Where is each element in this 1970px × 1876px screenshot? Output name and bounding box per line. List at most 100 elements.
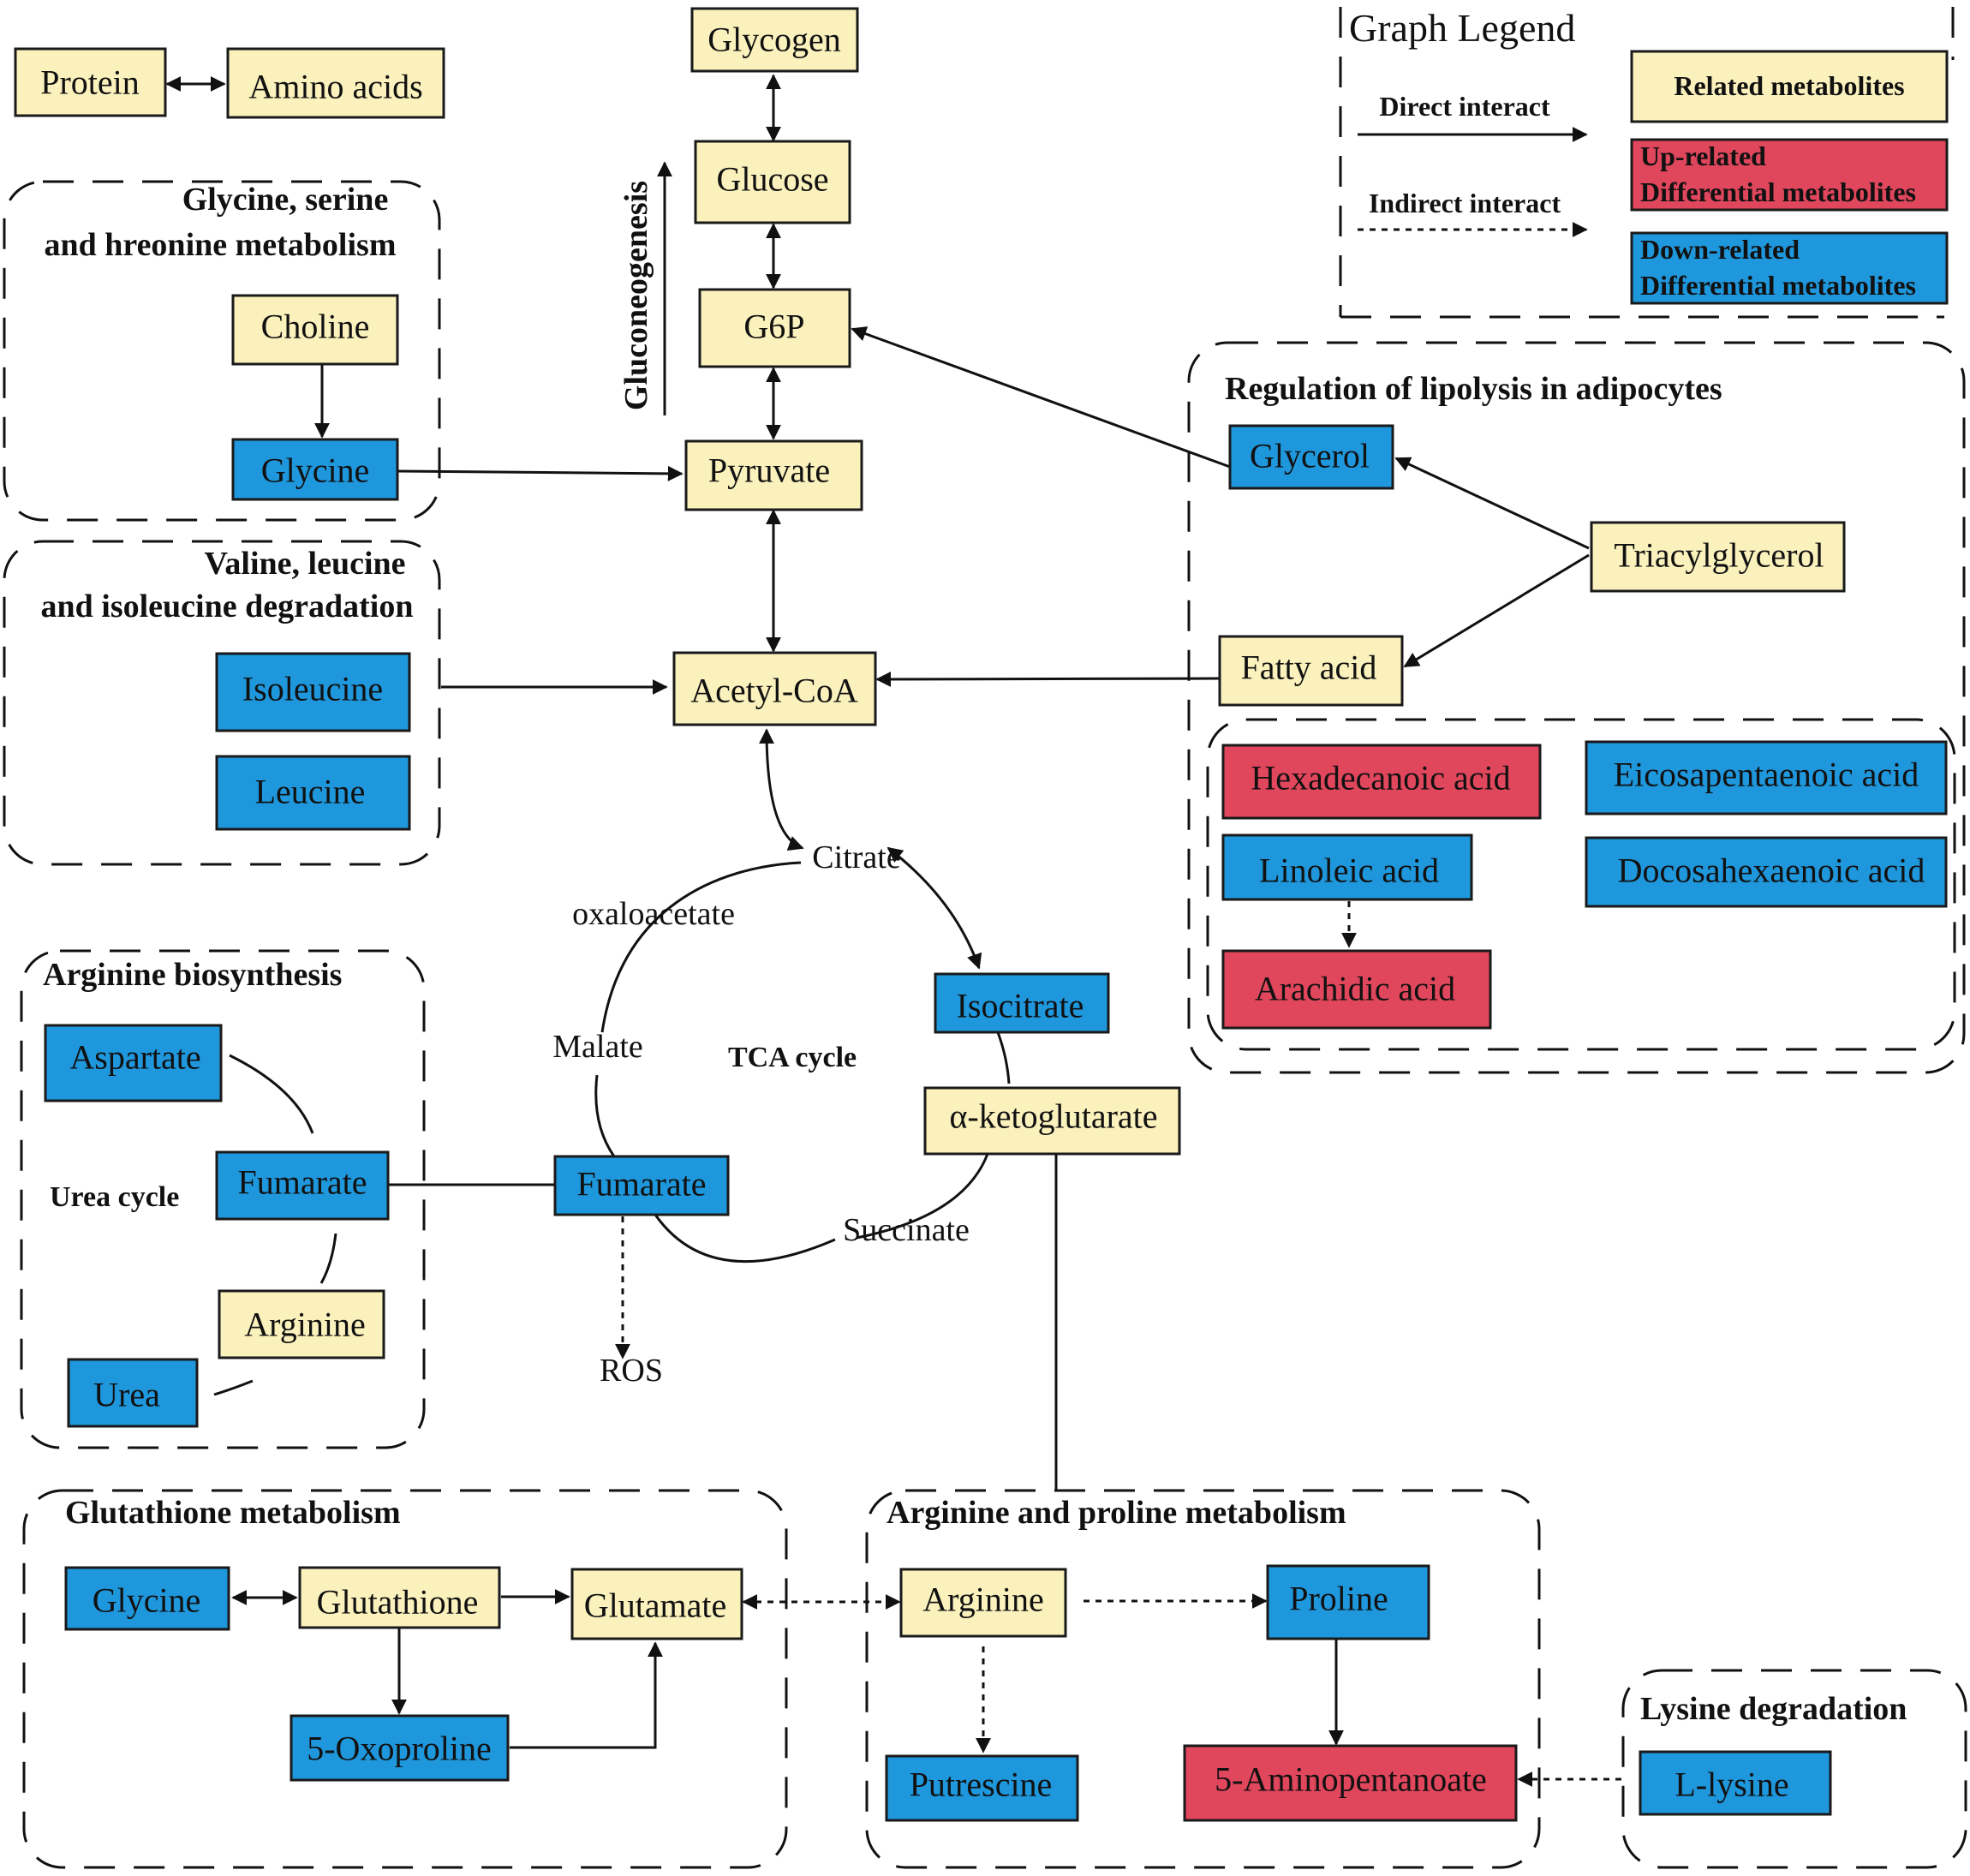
title-glycine-serine-line1: Glycine, serine bbox=[182, 182, 389, 218]
node-triacylglycerol: Triacylglycerol bbox=[1590, 521, 1846, 593]
svg-text:Triacylglycerol: Triacylglycerol bbox=[1614, 536, 1824, 575]
svg-text:Eicosapentaenoic acid: Eicosapentaenoic acid bbox=[1614, 756, 1919, 794]
svg-text:G6P: G6P bbox=[743, 308, 804, 346]
title-lysine: Lysine degradation bbox=[1640, 1691, 1907, 1727]
label-malate: Malate bbox=[552, 1029, 643, 1065]
title-valine-line2: and isoleucine degradation bbox=[41, 588, 414, 624]
svg-text:Hexadecanoic acid: Hexadecanoic acid bbox=[1251, 759, 1510, 798]
svg-text:Isoleucine: Isoleucine bbox=[242, 670, 383, 708]
node-glycine-top: Glycine bbox=[231, 438, 399, 501]
svg-text:Choline: Choline bbox=[261, 308, 370, 346]
node-g6p: G6P bbox=[698, 288, 851, 368]
svg-text:Fumarate: Fumarate bbox=[576, 1165, 706, 1204]
arrow-oxoproline-glutamate bbox=[510, 1641, 663, 1749]
legend-title: Graph Legend bbox=[1349, 6, 1575, 50]
node-fumarate-urea: Fumarate bbox=[215, 1150, 390, 1221]
svg-text:Down-related: Down-related bbox=[1640, 234, 1800, 265]
node-fatty-acid: Fatty acid bbox=[1218, 635, 1404, 707]
legend-related-swatch: Related metabolites bbox=[1630, 50, 1949, 123]
node-hexadecanoic-acid: Hexadecanoic acid bbox=[1221, 744, 1542, 820]
title-tca-cycle: TCA cycle bbox=[728, 1042, 857, 1073]
title-arginine-biosynthesis: Arginine biosynthesis bbox=[43, 957, 342, 993]
node-glucose: Glucose bbox=[694, 140, 851, 224]
group-glutathione-box bbox=[22, 1489, 788, 1869]
svg-text:Glycerol: Glycerol bbox=[1250, 437, 1370, 475]
svg-text:Fumarate: Fumarate bbox=[237, 1163, 367, 1202]
svg-text:Isocitrate: Isocitrate bbox=[957, 987, 1084, 1025]
legend-indirect-label: Indirect interact bbox=[1369, 188, 1561, 218]
group-arginine-biosynthesis-box bbox=[20, 949, 426, 1449]
node-isocitrate: Isocitrate bbox=[934, 972, 1110, 1034]
arrow-fattyacid-acetylcoa bbox=[875, 671, 1221, 687]
arrow-glycine-pyruvate bbox=[397, 465, 684, 481]
node-docosahexaenoic-acid: Docosahexaenoic acid bbox=[1585, 836, 1948, 908]
tca-arc-oxaloacetate bbox=[600, 861, 802, 1033]
node-linoleic-acid: Linoleic acid bbox=[1221, 833, 1473, 901]
legend-direct-label: Direct interact bbox=[1379, 91, 1550, 122]
node-amino-acids: Amino acids bbox=[226, 47, 445, 119]
label-succinate: Succinate bbox=[843, 1212, 970, 1248]
node-glycine-glutathione: Glycine bbox=[64, 1566, 230, 1631]
title-arginine-proline: Arginine and proline metabolism bbox=[886, 1495, 1346, 1531]
svg-text:Glycine: Glycine bbox=[93, 1581, 201, 1620]
arrow-tag-glycerol bbox=[1394, 457, 1590, 550]
svg-text:Glucose: Glucose bbox=[716, 160, 828, 199]
title-glycine-serine-line2: and hreonine metabolism bbox=[44, 227, 396, 263]
node-isoleucine: Isoleucine bbox=[215, 652, 411, 732]
node-glycogen: Glycogen bbox=[690, 7, 859, 73]
svg-text:5-Aminopentanoate: 5-Aminopentanoate bbox=[1215, 1760, 1487, 1799]
group-glycine-serine-box bbox=[3, 180, 441, 522]
svg-text:Differential metabolites: Differential metabolites bbox=[1640, 270, 1916, 301]
group-lipolysis-box bbox=[1187, 341, 1966, 1074]
urea-arc-arginine bbox=[319, 1233, 337, 1284]
title-valine-line1: Valine, leucine bbox=[204, 546, 405, 582]
node-arachidic-acid: Arachidic acid bbox=[1221, 949, 1492, 1030]
urea-arc-urea bbox=[213, 1379, 254, 1396]
tca-arc-isocitrate bbox=[996, 1031, 1011, 1084]
svg-text:Glycogen: Glycogen bbox=[707, 21, 841, 59]
svg-text:Glutamate: Glutamate bbox=[584, 1586, 727, 1625]
svg-text:Putrescine: Putrescine bbox=[910, 1765, 1053, 1804]
legend-down-swatch: Down-related Differential metabolites bbox=[1630, 231, 1949, 305]
node-glutathione: Glutathione bbox=[298, 1566, 501, 1629]
node-urea: Urea bbox=[67, 1358, 199, 1428]
node-choline: Choline bbox=[231, 294, 399, 366]
svg-text:Urea: Urea bbox=[93, 1376, 160, 1414]
node-glutamate: Glutamate bbox=[570, 1568, 743, 1640]
arrow-citrate-isocitrate bbox=[886, 846, 982, 970]
svg-text:Proline: Proline bbox=[1289, 1580, 1388, 1618]
arrow-glycerol-g6p bbox=[851, 326, 1231, 469]
label-ros: ROS bbox=[600, 1353, 663, 1389]
svg-text:Arginine: Arginine bbox=[244, 1305, 365, 1344]
group-valine-box bbox=[3, 540, 441, 866]
svg-text:L-lysine: L-lysine bbox=[1674, 1765, 1788, 1804]
tca-arc-succinate-fumarate bbox=[654, 1214, 836, 1263]
node-arginine-proline: Arginine bbox=[899, 1568, 1067, 1638]
title-lipolysis: Regulation of lipolysis in adipocytes bbox=[1225, 371, 1722, 407]
svg-text:Linoleic acid: Linoleic acid bbox=[1259, 851, 1439, 890]
tca-arc-akg-succinate bbox=[856, 1153, 989, 1240]
label-citrate: Citrate bbox=[812, 839, 900, 875]
svg-text:Related metabolites: Related metabolites bbox=[1674, 70, 1904, 101]
node-proline: Proline bbox=[1266, 1564, 1430, 1640]
svg-text:Amino acids: Amino acids bbox=[248, 68, 422, 106]
node-5-aminopentanoate: 5-Aminopentanoate bbox=[1183, 1744, 1518, 1822]
svg-text:Up-related: Up-related bbox=[1640, 140, 1766, 171]
node-l-lysine: L-lysine bbox=[1639, 1750, 1832, 1816]
node-eicosapentaenoic-acid: Eicosapentaenoic acid bbox=[1585, 740, 1948, 816]
arrow-acetylcoa-citrate bbox=[759, 728, 804, 851]
node-alpha-ketoglutarate: α-ketoglutarate bbox=[923, 1086, 1181, 1156]
node-5-oxoproline: 5-Oxoproline bbox=[290, 1714, 510, 1782]
svg-text:Pyruvate: Pyruvate bbox=[708, 451, 830, 490]
title-urea-cycle: Urea cycle bbox=[50, 1181, 179, 1213]
urea-arc-aspartate bbox=[229, 1054, 314, 1134]
node-glycerol: Glycerol bbox=[1228, 424, 1394, 490]
node-putrescine: Putrescine bbox=[885, 1754, 1079, 1822]
svg-text:Differential metabolites: Differential metabolites bbox=[1640, 176, 1916, 207]
svg-text:Aspartate: Aspartate bbox=[69, 1038, 200, 1077]
node-arginine-urea: Arginine bbox=[218, 1289, 385, 1359]
svg-text:Leucine: Leucine bbox=[255, 773, 366, 811]
node-fumarate-tca: Fumarate bbox=[553, 1155, 730, 1216]
